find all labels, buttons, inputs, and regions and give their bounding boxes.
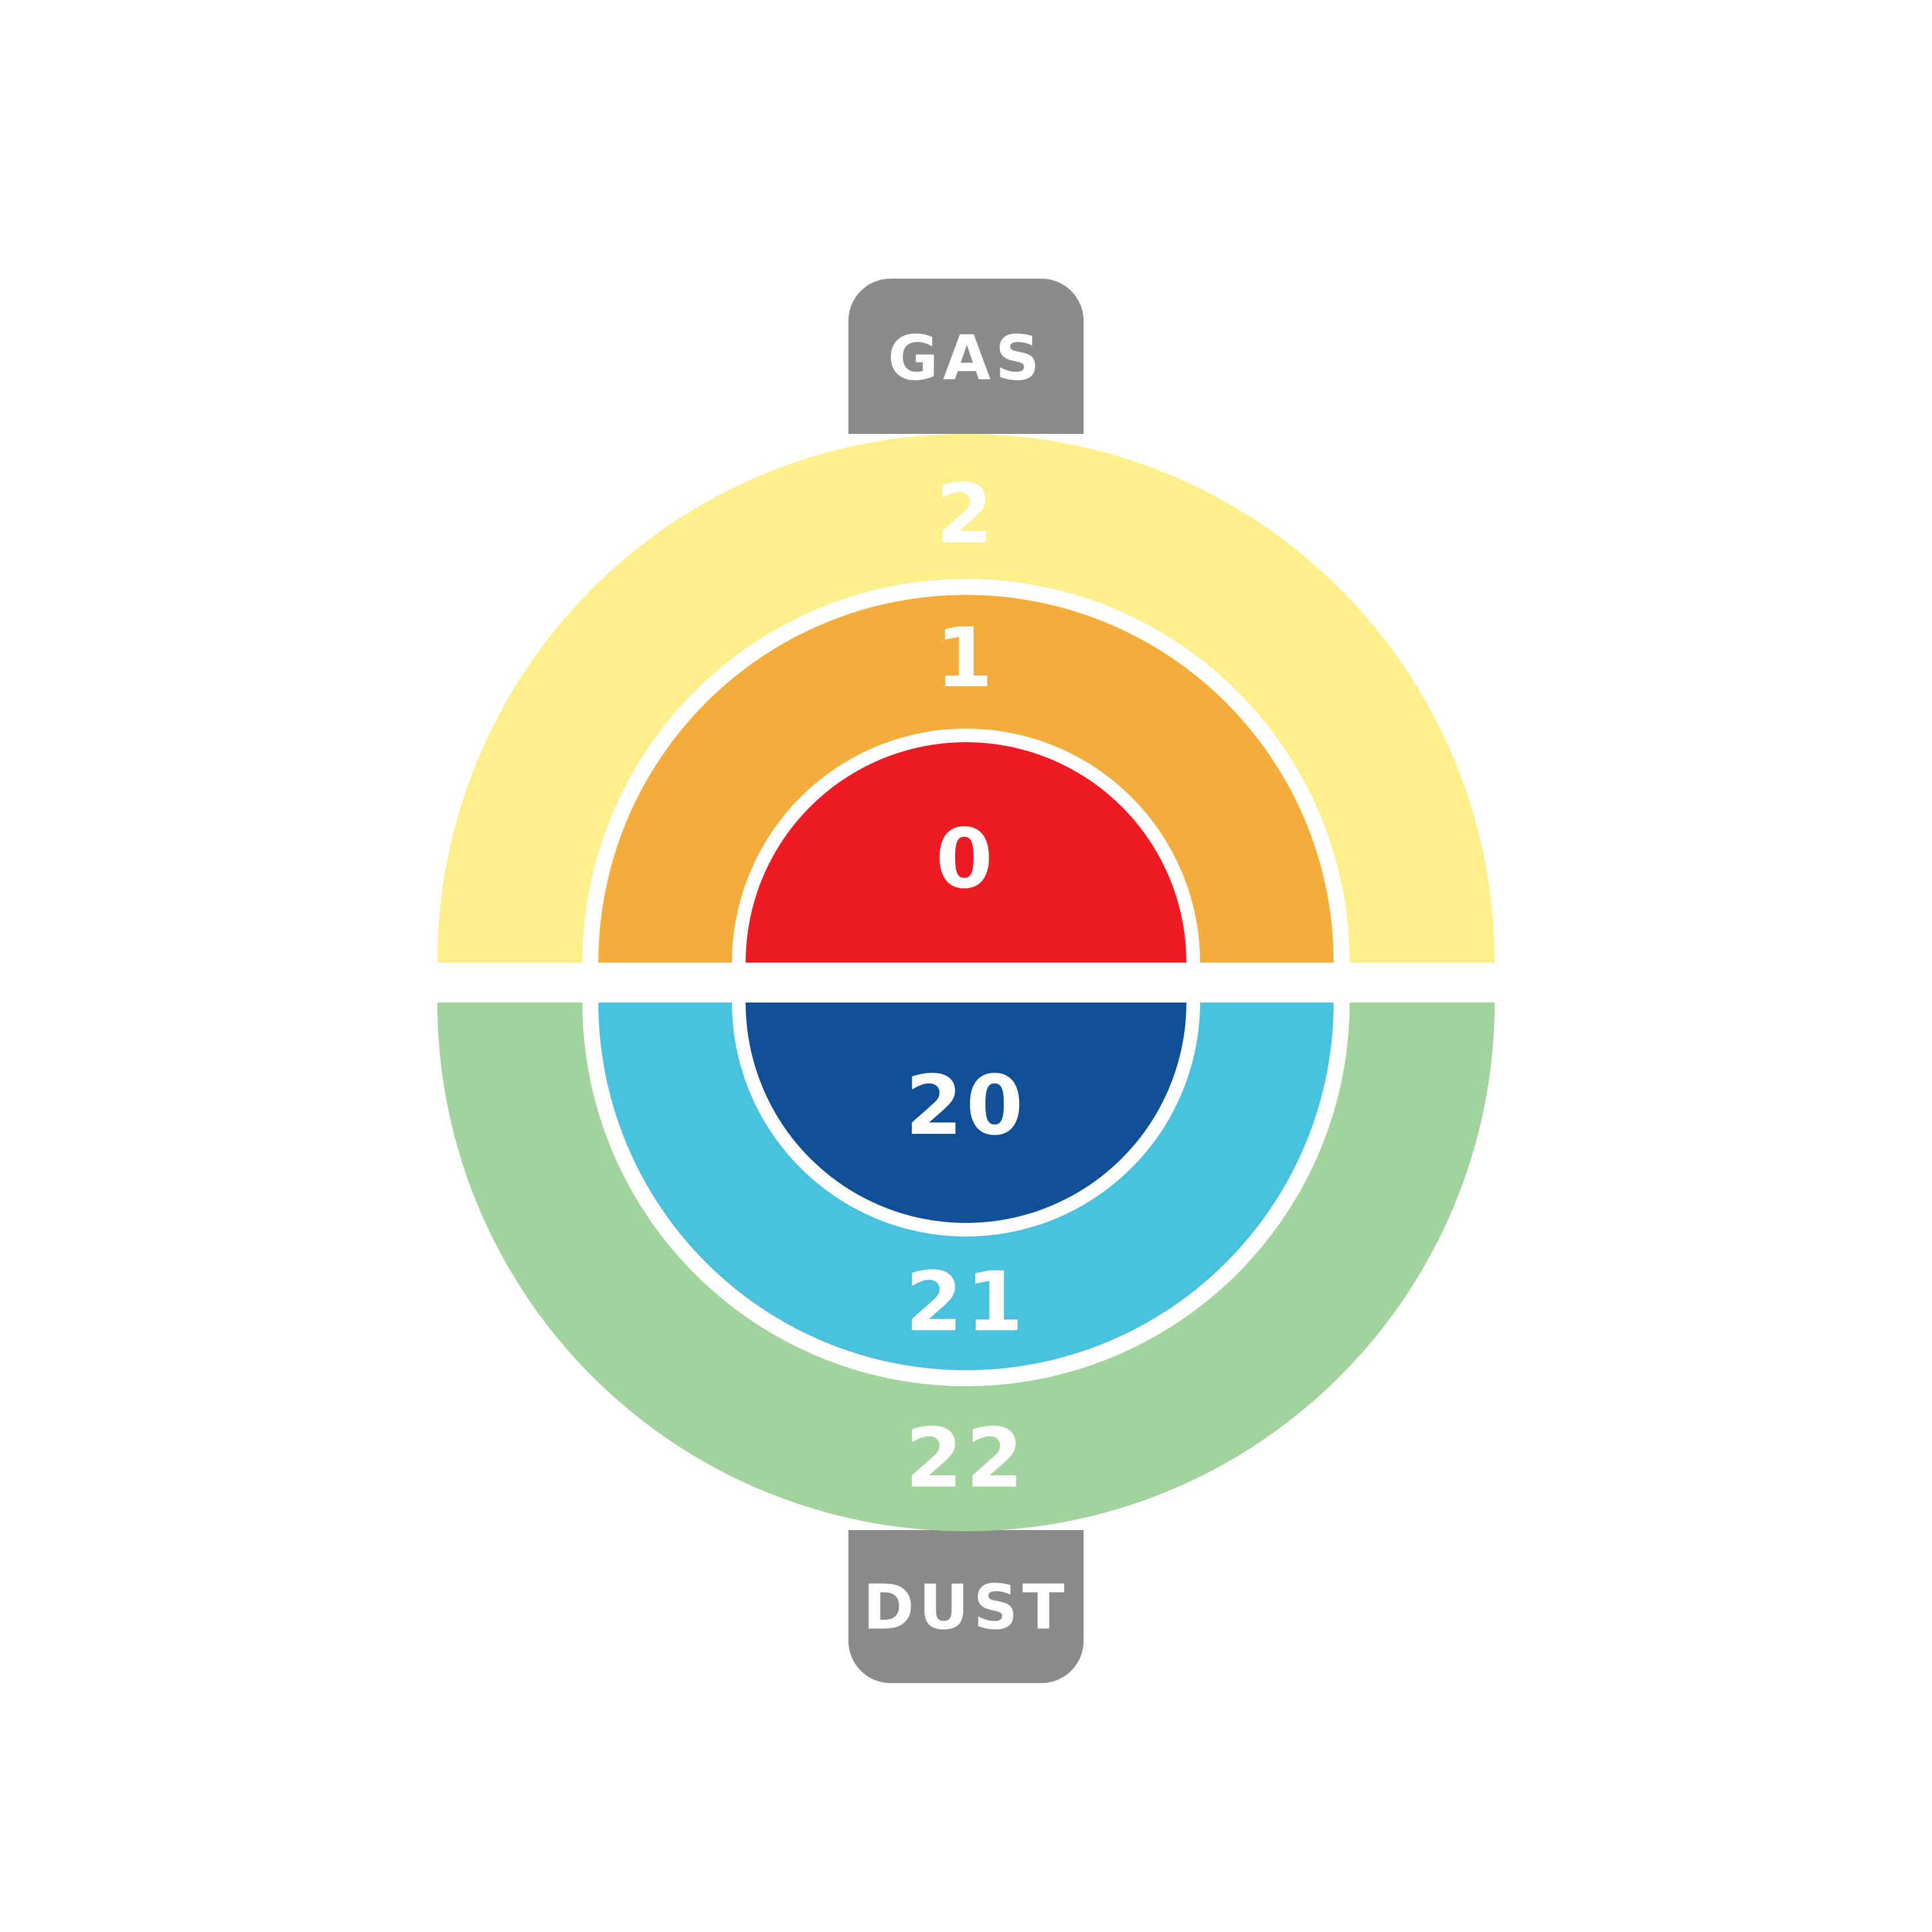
dust-zone-21-label: 21 xyxy=(905,1254,1027,1350)
dust-zone-20-core xyxy=(746,1003,1186,1223)
gas-zone-0-label: 0 xyxy=(936,811,996,907)
gas-tab xyxy=(848,279,1084,434)
gas-dust-divider xyxy=(422,963,1510,1003)
dust-zone-22-label: 22 xyxy=(905,1410,1027,1506)
dust-tab-label: DUST xyxy=(863,1572,1069,1644)
gas-zone-2-label: 2 xyxy=(936,466,996,562)
gas-zone-1-label: 1 xyxy=(936,610,996,706)
dust-zone-20-label: 20 xyxy=(905,1057,1027,1153)
gas-tab-label: GAS xyxy=(888,323,1044,395)
dust-tab xyxy=(848,1530,1084,1683)
gas-zone-0-core xyxy=(746,742,1186,963)
